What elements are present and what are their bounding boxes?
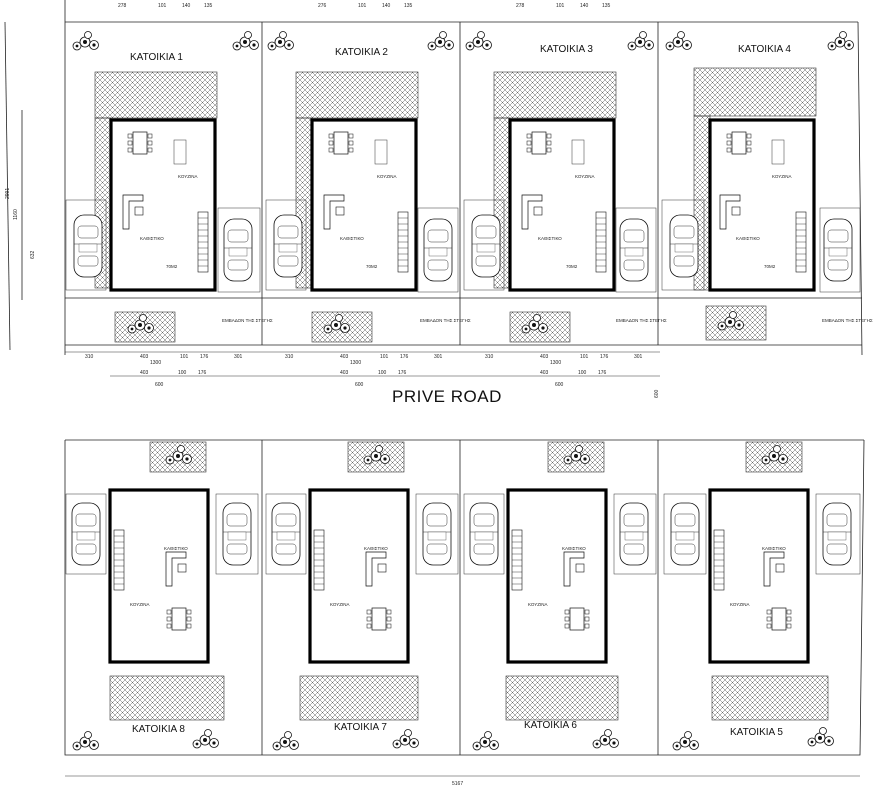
house-1-label: KATOIKIA 1 bbox=[130, 52, 183, 63]
house-6: ΚΑΘΙΣΤΙΚΟ ΚΟΥΖΙΝΑ KATOIKIA 6 bbox=[463, 441, 657, 751]
svg-text:403: 403 bbox=[140, 354, 149, 360]
bottom-dimension-total: 5167 bbox=[452, 781, 463, 787]
svg-text:1300: 1300 bbox=[150, 360, 161, 366]
svg-text:600: 600 bbox=[555, 382, 564, 388]
svg-text:140: 140 bbox=[182, 3, 191, 9]
road-label: PRIVE ROAD bbox=[392, 387, 502, 406]
svg-text:176: 176 bbox=[398, 370, 407, 376]
house-5: ΚΑΘΙΣΤΙΚΟ ΚΟΥΖΙΝΑ KATOIKIA 5 bbox=[663, 441, 861, 751]
house-3-label: KATOIKIA 3 bbox=[540, 44, 593, 55]
svg-text:101: 101 bbox=[380, 354, 389, 360]
svg-text:101: 101 bbox=[580, 354, 589, 360]
svg-text:ΕΜΒΑΔΟΝ ΤΗΣ ΣΤΕΓΗΣ: ΕΜΒΑΔΟΝ ΤΗΣ ΣΤΕΓΗΣ bbox=[822, 318, 873, 323]
svg-text:101: 101 bbox=[556, 3, 565, 9]
svg-text:403: 403 bbox=[540, 354, 549, 360]
svg-text:310: 310 bbox=[485, 354, 494, 360]
house-1: KATOIKIA 1 ΚΟΥΖΙΝΑ ΚΑΘΙΣΤΙΚΟ 70M2 ΕΜΒΑΔΟ… bbox=[65, 3, 273, 343]
svg-text:301: 301 bbox=[434, 354, 443, 360]
svg-text:140: 140 bbox=[580, 3, 589, 9]
svg-text:ΚΟΥΖΙΝΑ: ΚΟΥΖΙΝΑ bbox=[528, 602, 547, 607]
svg-text:1300: 1300 bbox=[550, 360, 561, 366]
svg-text:ΚΟΥΖΙΝΑ: ΚΟΥΖΙΝΑ bbox=[130, 602, 149, 607]
house-4-label: KATOIKIA 4 bbox=[738, 44, 791, 55]
house-4: KATOIKIA 4 ΚΟΥΖΙΝΑ ΚΑΘΙΣΤΙΚΟ 70M2 ΕΜΒΑΔΟ… bbox=[661, 31, 873, 341]
svg-text:ΚΑΘΙΣΤΙΚΟ: ΚΑΘΙΣΤΙΚΟ bbox=[364, 546, 388, 551]
svg-text:176: 176 bbox=[400, 354, 409, 360]
svg-text:600: 600 bbox=[355, 382, 364, 388]
svg-text:278: 278 bbox=[516, 3, 525, 9]
svg-text:310: 310 bbox=[285, 354, 294, 360]
svg-text:ΚΑΘΙΣΤΙΚΟ: ΚΑΘΙΣΤΙΚΟ bbox=[538, 236, 562, 241]
house-1-kitchen: ΚΟΥΖΙΝΑ bbox=[178, 174, 197, 179]
svg-text:70M2: 70M2 bbox=[764, 264, 776, 269]
left-dim-1: 1160 bbox=[13, 209, 19, 220]
top-row-houses bbox=[65, 21, 862, 346]
svg-text:ΚΑΘΙΣΤΙΚΟ: ΚΑΘΙΣΤΙΚΟ bbox=[736, 236, 760, 241]
svg-text:403: 403 bbox=[340, 354, 349, 360]
svg-text:ΚΑΘΙΣΤΙΚΟ: ΚΑΘΙΣΤΙΚΟ bbox=[562, 546, 586, 551]
svg-text:135: 135 bbox=[404, 3, 413, 9]
svg-text:100: 100 bbox=[178, 370, 187, 376]
svg-text:403: 403 bbox=[140, 370, 149, 376]
svg-text:278: 278 bbox=[118, 3, 127, 9]
svg-text:301: 301 bbox=[634, 354, 643, 360]
left-dim-2: 632 bbox=[30, 250, 36, 259]
house-8: ΚΑΘΙΣΤΙΚΟ ΚΟΥΖΙΝΑ KATOIKIA 8 bbox=[65, 441, 259, 751]
house-8-label: KATOIKIA 8 bbox=[132, 724, 185, 735]
svg-text:ΕΜΒΑΔΟΝ ΤΗΣ ΣΤΕΓΗΣ: ΕΜΒΑΔΟΝ ΤΗΣ ΣΤΕΓΗΣ bbox=[616, 318, 667, 323]
svg-text:140: 140 bbox=[382, 3, 391, 9]
svg-text:101: 101 bbox=[158, 3, 167, 9]
house-6-label: KATOIKIA 6 bbox=[524, 720, 577, 731]
svg-text:310: 310 bbox=[85, 354, 94, 360]
svg-text:403: 403 bbox=[340, 370, 349, 376]
svg-text:176: 176 bbox=[600, 354, 609, 360]
svg-text:ΚΟΥΖΙΝΑ: ΚΟΥΖΙΝΑ bbox=[330, 602, 349, 607]
svg-text:ΚΟΥΖΙΝΑ: ΚΟΥΖΙΝΑ bbox=[772, 174, 791, 179]
svg-text:100: 100 bbox=[578, 370, 587, 376]
svg-text:176: 176 bbox=[198, 370, 207, 376]
house-2: KATOIKIA 2 ΚΟΥΖΙΝΑ ΚΑΘΙΣΤΙΚΟ 70M2 ΕΜΒΑΔΟ… bbox=[265, 3, 471, 343]
road-width: 600 bbox=[654, 389, 660, 398]
bottom-row-houses bbox=[65, 439, 864, 755]
svg-text:301: 301 bbox=[234, 354, 243, 360]
house-2-label: KATOIKIA 2 bbox=[335, 47, 388, 58]
svg-text:101: 101 bbox=[180, 354, 189, 360]
svg-text:176: 176 bbox=[598, 370, 607, 376]
house-7-label: KATOIKIA 7 bbox=[334, 722, 387, 733]
house-7: ΚΑΘΙΣΤΙΚΟ ΚΟΥΖΙΝΑ KATOIKIA 7 bbox=[265, 441, 459, 751]
left-dimension-line bbox=[4, 21, 11, 351]
top-dimension-row: 310 403 101 176 301 1300 403 100 176 600… bbox=[65, 351, 660, 388]
svg-text:ΚΟΥΖΙΝΑ: ΚΟΥΖΙΝΑ bbox=[377, 174, 396, 179]
house-3: KATOIKIA 3 ΚΟΥΖΙΝΑ ΚΑΘΙΣΤΙΚΟ 70M2 ΕΜΒΑΔΟ… bbox=[463, 3, 667, 343]
svg-text:ΚΟΥΖΙΝΑ: ΚΟΥΖΙΝΑ bbox=[575, 174, 594, 179]
svg-text:135: 135 bbox=[602, 3, 611, 9]
svg-text:100: 100 bbox=[378, 370, 387, 376]
house-1-living: ΚΑΘΙΣΤΙΚΟ bbox=[140, 236, 164, 241]
svg-text:ΚΟΥΖΙΝΑ: ΚΟΥΖΙΝΑ bbox=[730, 602, 749, 607]
site-boundary bbox=[64, 0, 865, 756]
svg-text:ΚΑΘΙΣΤΙΚΟ: ΚΑΘΙΣΤΙΚΟ bbox=[762, 546, 786, 551]
svg-text:ΕΜΒΑΔΟΝ ΤΗΣ ΣΤΕΓΗΣ: ΕΜΒΑΔΟΝ ΤΗΣ ΣΤΕΓΗΣ bbox=[420, 318, 471, 323]
svg-text:70M2: 70M2 bbox=[566, 264, 578, 269]
house-5-label: KATOIKIA 5 bbox=[730, 727, 783, 738]
svg-text:1300: 1300 bbox=[350, 360, 361, 366]
svg-text:135: 135 bbox=[204, 3, 213, 9]
svg-text:403: 403 bbox=[540, 370, 549, 376]
house-1-area: 70M2 bbox=[166, 264, 178, 269]
svg-text:101: 101 bbox=[358, 3, 367, 9]
svg-text:276: 276 bbox=[318, 3, 327, 9]
svg-text:600: 600 bbox=[155, 382, 164, 388]
svg-text:176: 176 bbox=[200, 354, 209, 360]
svg-text:70M2: 70M2 bbox=[366, 264, 378, 269]
svg-text:ΚΑΘΙΣΤΙΚΟ: ΚΑΘΙΣΤΙΚΟ bbox=[164, 546, 188, 551]
svg-text:ΚΑΘΙΣΤΙΚΟ: ΚΑΘΙΣΤΙΚΟ bbox=[340, 236, 364, 241]
left-dim-total: 2991 bbox=[5, 188, 11, 199]
house-1-parking: ΕΜΒΑΔΟΝ ΤΗΣ ΣΤΕΓΗΣ bbox=[222, 318, 273, 323]
